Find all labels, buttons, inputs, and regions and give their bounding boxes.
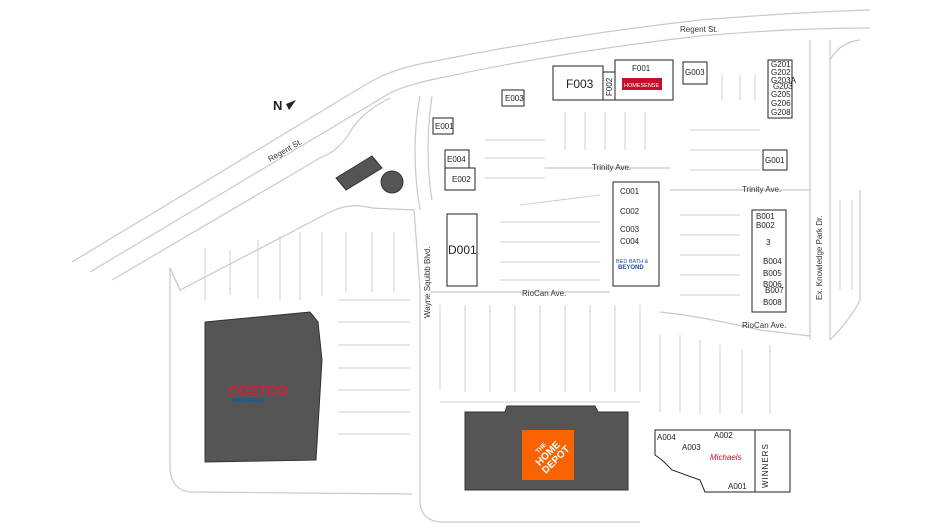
unit-F003-label: F003 <box>566 77 594 91</box>
unit-C-building[interactable] <box>612 181 660 287</box>
unit-B007-label: B007 <box>765 286 784 295</box>
unit-E003-label: E003 <box>505 94 524 103</box>
unit-B008-label: B008 <box>763 298 782 307</box>
right-lot-boundary <box>829 39 861 341</box>
pad-building-west[interactable] <box>335 155 383 191</box>
costco-logo: COSTCO <box>228 382 288 398</box>
north-label: N <box>273 98 282 113</box>
parking-west <box>204 232 410 435</box>
unit-F002-label: F002 <box>605 77 614 96</box>
unit-G202-label: G202 <box>771 68 791 77</box>
regent-st-road-edge <box>111 97 391 281</box>
street-riocan-mid: RioCan Ave. <box>522 289 566 298</box>
unit-D001-building[interactable] <box>446 213 478 287</box>
unit-F003-building[interactable] <box>552 65 604 101</box>
unit-C004-label: C004 <box>620 237 640 246</box>
costco-logo-sub: WHOLESALE <box>232 398 265 404</box>
unit-B-building[interactable] <box>751 209 787 313</box>
unit-G001-building[interactable] <box>762 149 788 171</box>
unit-C001-label: C001 <box>620 187 640 196</box>
unit-B005-label: B005 <box>763 269 782 278</box>
unit-G001-label: G001 <box>765 156 785 165</box>
winners-logo: WINNERS <box>761 443 770 488</box>
trinity-ave-road <box>545 167 810 191</box>
unit-G206-label: G206 <box>771 99 791 108</box>
unit-A001-label: A001 <box>728 482 747 491</box>
unit-B001-label: B001 <box>756 212 775 221</box>
riocan-ave-road <box>430 291 811 337</box>
unit-D001-label: D001 <box>448 243 477 257</box>
unit-A003-label: A003 <box>682 443 701 452</box>
parking-east <box>659 75 853 414</box>
bbb-logo-line2: BEYOND <box>618 265 644 271</box>
street-knowledge-park: Ex. Knowledge Park Dr. <box>815 216 824 300</box>
unit-C003-label: C003 <box>620 225 640 234</box>
homesense-logo <box>622 78 662 90</box>
wayne-squibb-road <box>414 95 433 211</box>
homesense-label: HOMESENSE <box>624 83 659 89</box>
street-trinity-mid: Trinity Ave. <box>592 163 631 172</box>
unit-G003-label: G003 <box>685 68 705 77</box>
unit-E003-building[interactable] <box>501 89 525 107</box>
unit-A004-label: A004 <box>657 433 676 442</box>
unit-G205-label: G205 <box>771 90 791 99</box>
unit-G208-label: G208 <box>771 108 791 117</box>
unit-A-building[interactable] <box>654 429 791 493</box>
costco-building[interactable] <box>204 311 323 463</box>
unit-G203-label: G203 <box>773 82 793 91</box>
regent-st-road-inner <box>89 27 871 273</box>
unit-B004-label: B004 <box>763 257 782 266</box>
bbb-logo-line1: BED BATH & <box>616 259 649 265</box>
street-regent-top: Regent St. <box>680 25 718 34</box>
unit-E002-building[interactable] <box>444 167 476 191</box>
street-trinity-right: Trinity Ave. <box>742 185 781 194</box>
unit-G201-G208-building[interactable] <box>767 59 793 119</box>
north-arrow-icon <box>286 100 296 110</box>
unit-G201-label: G201 <box>771 60 791 69</box>
pad-building-west-round[interactable] <box>380 170 404 194</box>
unit-C002-label: C002 <box>620 207 640 216</box>
unit-G003-building[interactable] <box>682 61 708 85</box>
home-depot-logo <box>522 430 574 480</box>
unit-E001-building[interactable] <box>432 117 454 135</box>
unit-E002-label: E002 <box>452 175 471 184</box>
parking-central <box>439 112 646 403</box>
unit-E004-label: E004 <box>447 155 466 164</box>
unit-G203A-label: G203A <box>771 76 797 85</box>
unit-A002-label: A002 <box>714 431 733 440</box>
regent-st-road-outer <box>71 9 871 263</box>
unit-B3-label: 3 <box>766 238 771 247</box>
unit-B006-label: B006 <box>763 280 782 289</box>
unit-F001-label: F001 <box>632 64 651 73</box>
perimeter-road <box>169 205 640 523</box>
michaels-logo: Michaels <box>710 453 742 462</box>
unit-E001-label: E001 <box>435 122 454 131</box>
unit-B002-label: B002 <box>756 221 775 230</box>
street-wayne-squibb: Wayne Squibb Blvd. <box>423 246 432 318</box>
street-riocan-right: RioCan Ave. <box>742 321 786 330</box>
perimeter-road-west <box>169 268 413 495</box>
